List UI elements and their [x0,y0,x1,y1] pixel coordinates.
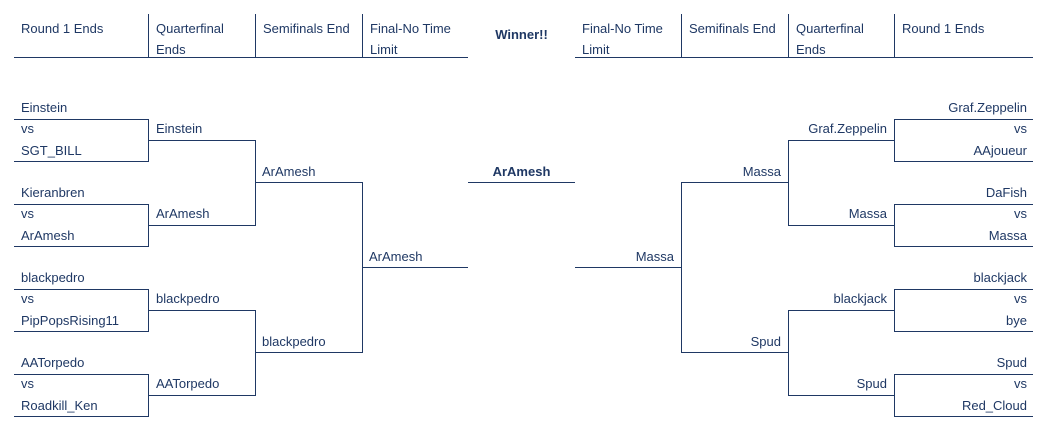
bracket-line [14,374,148,375]
bracket-line [894,374,1033,375]
right-sf-1: Massa [742,164,781,179]
bracket-line [14,161,148,162]
bracket-line [788,310,894,311]
bracket-line [894,331,1033,332]
right-r1-match2-vs: vs [1014,206,1027,221]
bracket-line [148,140,255,141]
bracket-line [788,310,789,396]
bracket-line [14,331,148,332]
bracket-line [894,246,1033,247]
bracket-line [894,119,895,162]
bracket-line [894,204,1033,205]
right-qf-2: Massa [848,206,887,221]
bracket-line [148,310,255,311]
winner-name: ArAmesh [492,164,551,179]
bracket-line [894,374,895,417]
right-r1-match3-vs: vs [1014,291,1027,306]
header-final-left: Final-No Time Limit [362,14,468,57]
right-qf-1: Graf.Zeppelin [808,121,887,136]
header-round1-right: Round 1 Ends [894,14,1033,57]
left-final: ArAmesh [369,249,423,264]
bracket-line [681,352,788,353]
bracket-line [14,119,148,120]
right-r1-match2-player-a: DaFish [985,185,1027,200]
right-r1-match2-player-b: Massa [988,228,1027,243]
winner-line [468,182,575,183]
right-r1-match4-vs: vs [1014,376,1027,391]
left-qf-1: Einstein [156,121,203,136]
bracket-line [788,225,894,226]
bracket-line [362,267,468,268]
bracket-line [255,182,362,183]
left-r1-match3-player-b: PipPopsRising11 [21,313,120,328]
bracket-line [255,310,256,396]
winner-header: Winner!! [495,27,548,42]
bracket-line [788,140,789,226]
header-final-right: Final-No Time Limit [582,21,663,57]
left-sf-2: blackpedro [262,334,326,349]
right-r1-match1-player-a: Graf.Zeppelin [948,100,1027,115]
left-r1-match4-player-b: Roadkill_Ken [21,398,98,413]
header-semifinal-right: Semifinals End [681,14,788,57]
bracket-line [148,225,255,226]
bracket-line [148,395,255,396]
left-r1-match2-vs: vs [21,206,34,221]
bracket-line [894,289,895,332]
left-r1-match4-vs: vs [21,376,34,391]
left-qf-2: ArAmesh [156,206,210,221]
left-r1-match4-player-a: AATorpedo [21,355,85,370]
bracket-line [255,140,256,226]
right-qf-3: blackjack [833,291,887,306]
bracket-line [681,182,682,353]
right-final: Massa [635,249,674,264]
right-qf-4: Spud [856,376,887,391]
bracket-line [14,204,148,205]
bracket-line [14,246,148,247]
bracket-line [894,161,1033,162]
right-r1-match3-player-a: blackjack [973,270,1027,285]
right-sf-2: Spud [750,334,781,349]
left-r1-match1-player-b: SGT_BILL [21,143,82,158]
header-round1-left: Round 1 Ends [21,21,104,36]
left-r1-match2-player-b: ArAmesh [21,228,75,243]
header-quarterfinal-right: Quarterfinal Ends [788,14,894,57]
left-qf-4: AATorpedo [156,376,220,391]
header-underline-right [575,57,1033,58]
right-r1-match4-player-b: Red_Cloud [961,398,1027,413]
bracket-line [575,267,681,268]
left-r1-match1-player-a: Einstein [21,100,68,115]
bracket-line [14,289,148,290]
header-underline-left [14,57,468,58]
bracket-line [788,140,894,141]
header-semifinal-left: Semifinals End [255,14,362,57]
bracket-line [894,204,895,247]
right-r1-match3-player-b: bye [1006,313,1027,328]
right-r1-match4-player-a: Spud [996,355,1027,370]
bracket-line [14,416,148,417]
bracket-line [788,395,894,396]
left-r1-match3-player-a: blackpedro [21,270,85,285]
bracket-line [894,416,1033,417]
left-qf-3: blackpedro [156,291,220,306]
bracket-line [894,289,1033,290]
left-r1-match1-vs: vs [21,121,34,136]
left-sf-1: ArAmesh [262,164,316,179]
bracket-line [681,182,788,183]
right-r1-match1-vs: vs [1014,121,1027,136]
right-r1-match1-player-b: AAjoueur [973,143,1027,158]
bracket-line [255,352,362,353]
left-r1-match2-player-a: Kieranbren [21,185,85,200]
left-r1-match3-vs: vs [21,291,34,306]
bracket-line [894,119,1033,120]
header-quarterfinal-left: Quarterfinal Ends [148,14,255,57]
